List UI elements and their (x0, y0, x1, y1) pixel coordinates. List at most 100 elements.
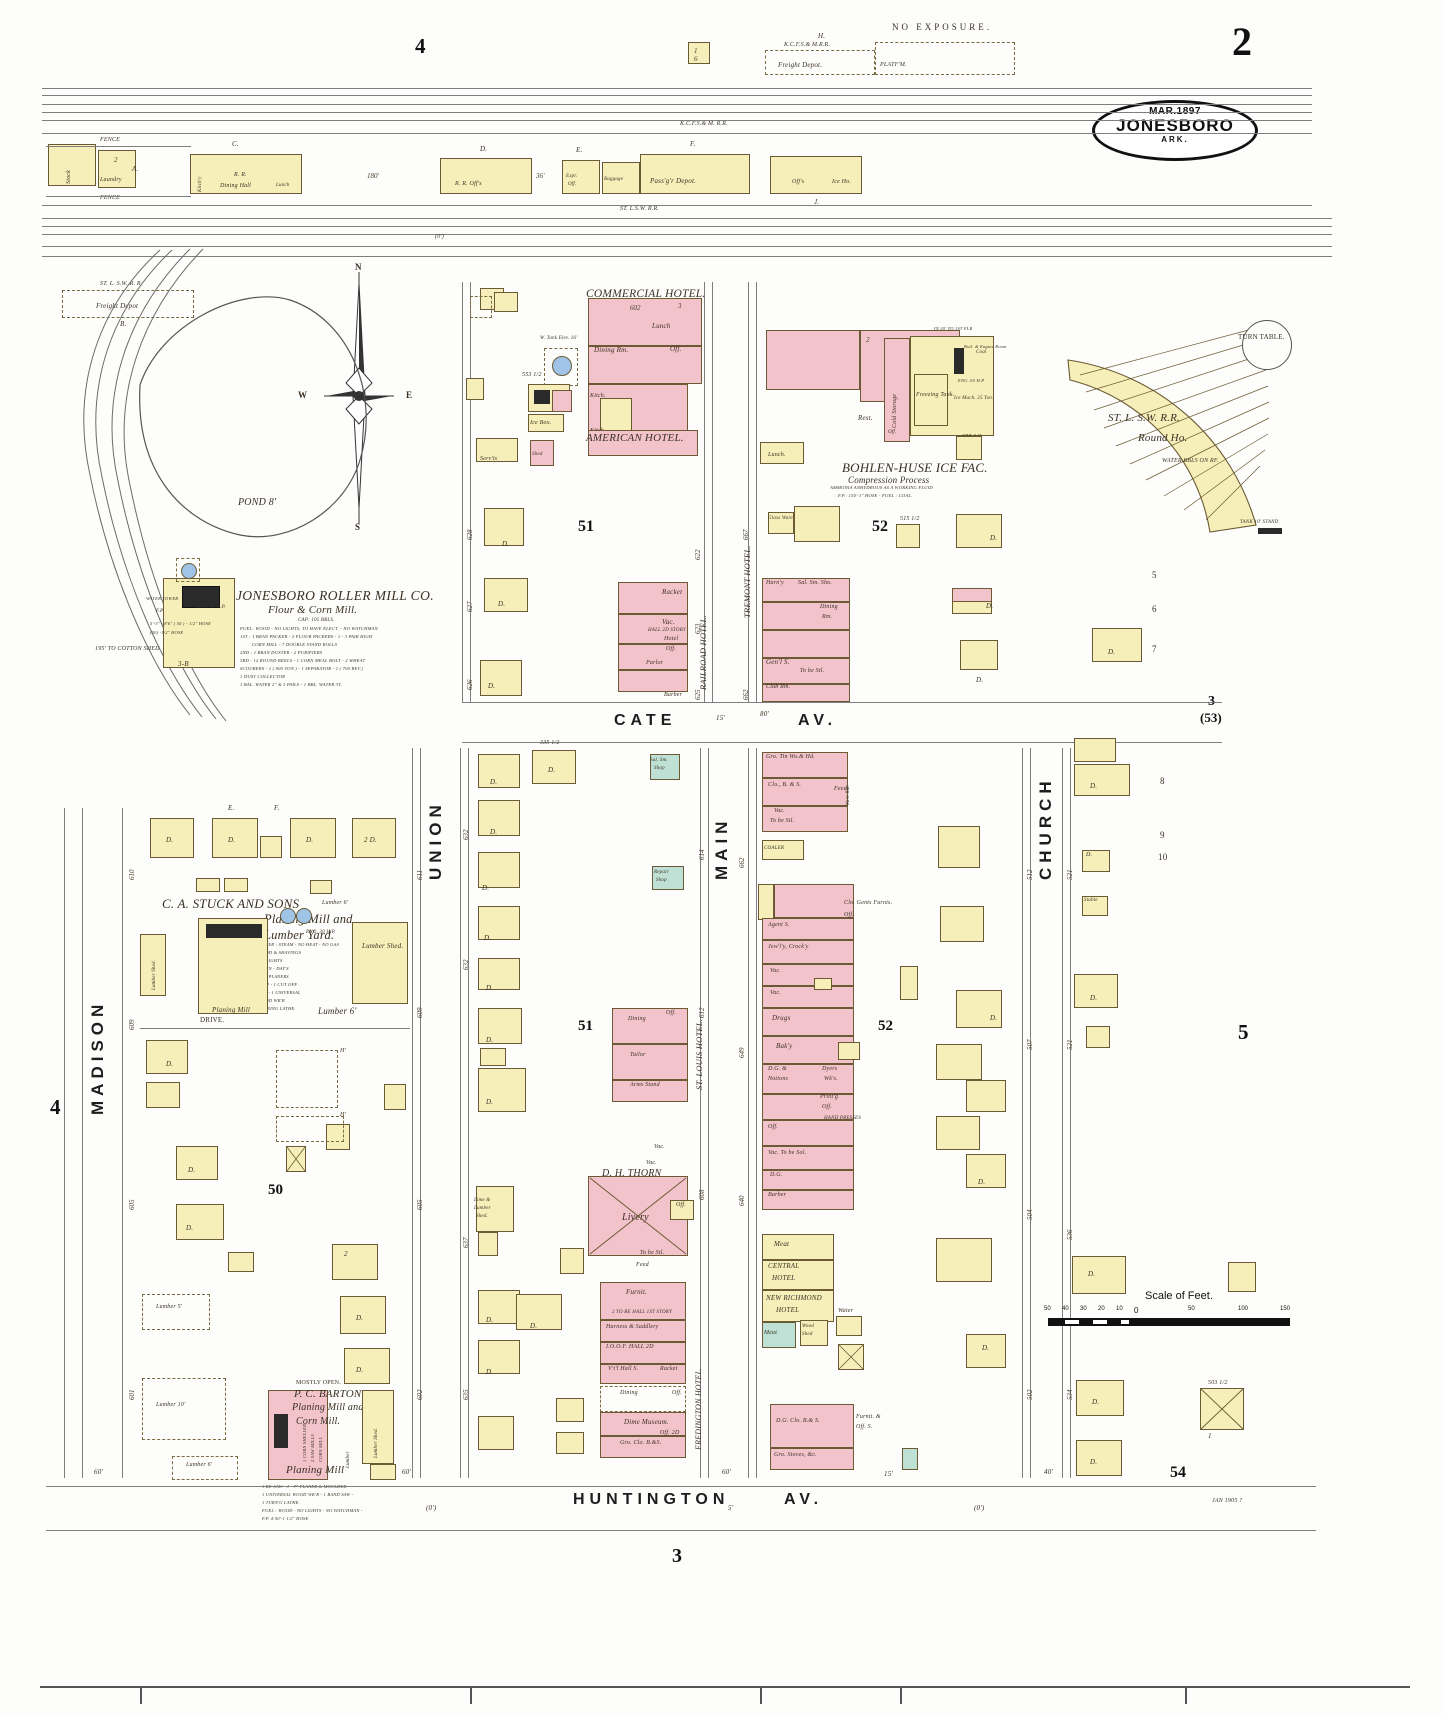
madison-dwelling-11 (332, 1244, 378, 1280)
lot-num: 609 (416, 1007, 424, 1019)
sal-sm-shop (650, 754, 680, 780)
church-east-10 (1076, 1440, 1122, 1476)
ice-fac-top-note: IN 20' TO 1ST FLR (934, 326, 973, 331)
pond-label: POND 8' (238, 497, 277, 508)
church-dwelling-1 (938, 826, 980, 868)
yard-key-e: E. (576, 146, 583, 154)
scale-tick-6: 50 (1188, 1306, 1195, 1312)
scale-ticks: 50 40 30 20 10 0 50 100 150 (1040, 1306, 1295, 1315)
hotel-outbuilding-b (552, 390, 572, 412)
roundhouse-title-line1: ST. L. S.W. R.R. (1108, 412, 1180, 424)
ioof-hall-label: I.O.O.F. HALL 2D (606, 1344, 654, 1350)
union-dwelling-2 (532, 750, 576, 784)
dg-clo-bs-label: D.G. Clo. B.& S. (776, 1418, 820, 1424)
union-dwelling-5-label: D. (484, 934, 492, 942)
huntington-dim-60c: 60' (722, 1468, 732, 1476)
madison-dwelling-8-label: D. (188, 1166, 196, 1174)
rr-key-h: H. (818, 32, 826, 40)
commercial-hotel-dining-label: Dining Rm. (594, 346, 629, 354)
union-dwelling-16 (556, 1398, 584, 1422)
page-number: 2 (1232, 19, 1252, 64)
stlouis-hotel-dining (612, 1008, 688, 1044)
commercial-hotel-dining (588, 346, 702, 384)
lot-num: 521 (1066, 869, 1074, 881)
barton-detail2: 1 UNIVERSAL WOOD WK'R - 1 BAND SAW - (262, 1492, 354, 1497)
yard-key-j: J. (814, 198, 820, 206)
cate-dim-15: 15' (716, 714, 726, 722)
barton-detail5: F.P. 4-50'-1 1/2" HOSE (262, 1516, 309, 1521)
lot-num: 667 (742, 529, 750, 541)
lot-num: 521 (1066, 1039, 1074, 1051)
madison-dwelling-2 (212, 818, 258, 858)
rail-line (42, 234, 1332, 235)
church-east-4-label: Stable (1084, 898, 1098, 903)
corner-number-bottom-left: 4 (50, 1095, 61, 1119)
madison-dash-1 (276, 1050, 338, 1108)
yard-label-offs2: Off's (792, 179, 805, 185)
stuck-lumber-shed (352, 922, 408, 1004)
lime-lumber-label3: Shed. (476, 1214, 488, 1219)
church-east-3 (1082, 850, 1110, 872)
compass-south-label: S (355, 522, 361, 532)
small-building-top-num2: 6 (694, 55, 698, 63)
madison-dwelling-10 (228, 1252, 254, 1272)
madison-edge-b (82, 808, 83, 1478)
church-east-5 (1074, 974, 1118, 1008)
meat-label: Meat (774, 1240, 790, 1248)
block-number-51-south: 51 (578, 1018, 593, 1034)
lot-num: 611 (416, 870, 424, 880)
church-east-9 (1076, 1380, 1124, 1416)
roller-mill-water-tank (176, 558, 200, 582)
church-dwelling-8 (966, 1154, 1006, 1188)
ice-fac-detail1: AMMONIA ANHYDROUS AS A WORKING FLUID (830, 485, 933, 490)
feed-label-top: Feed (834, 786, 847, 792)
madison-dwelling-4-label: D. (306, 836, 314, 844)
lot-num: 626 (466, 679, 474, 691)
church-east-3-label: D. (1086, 852, 1093, 858)
barton-mill-label: Planing Mill (286, 1464, 345, 1476)
ice-fac-stack (954, 348, 964, 374)
yard-label-laundry: Laundry (100, 177, 122, 183)
commercial-hotel-lunch: Lunch (652, 322, 671, 330)
stlouis-hotel-vertical: ST. LOUIS HOTEL. (694, 1018, 704, 1090)
lunch-building-north (760, 442, 804, 464)
scale-caption: Scale of Feet. (1145, 1290, 1213, 1302)
roller-mill-key: 3-B (178, 660, 189, 668)
rail-line (42, 95, 1312, 96)
vac-off-label-bottom: Off. 2D (660, 1430, 680, 1436)
church-east-11-label: 1 (1208, 1432, 1212, 1440)
rail-line (42, 218, 1332, 219)
clo-gents-store (774, 884, 854, 918)
small-building-top (688, 42, 710, 64)
dg-store-lower (762, 1170, 854, 1190)
cate-av-line-top (462, 702, 1222, 703)
lot-num: 622 (694, 549, 702, 561)
yard-key-f: F. (690, 140, 696, 148)
block-number-52-north: 52 (872, 518, 888, 535)
dime-museum (600, 1412, 686, 1436)
compass-east-label: E (406, 390, 413, 400)
lot-num: 602 (416, 1389, 424, 1401)
dining-bottom-off: Off. (672, 1390, 682, 1396)
stlsw-freight-depot-label: Freight Depot (96, 302, 139, 310)
lot-num: 649 (738, 1047, 746, 1059)
union-dwelling-3-label: D. (490, 828, 498, 836)
rail-line (42, 246, 1332, 247)
dining-rm-store (762, 602, 850, 630)
barton-subtitle2: Corn Mill. (296, 1416, 341, 1427)
north-dwelling-d1: D. (502, 540, 510, 548)
church-east-9-label: D. (1092, 1398, 1100, 1406)
yard-building-stock (48, 144, 96, 186)
north-dwelling-5 (484, 578, 528, 612)
ice-fac-subtitle: Compression Process (848, 475, 930, 485)
sheet-tick-d (1185, 1686, 1187, 1704)
union-edge-c (460, 748, 461, 1478)
church-east-7-label: D. (1088, 1270, 1096, 1278)
main-edge-b (708, 748, 709, 1478)
printing-label2: Off. (822, 1104, 832, 1110)
north-dwelling-d2: D. (498, 600, 506, 608)
vac-store-52 (762, 806, 848, 832)
lot-num: 614 (698, 849, 706, 861)
lot-num: 512 (1026, 869, 1034, 881)
